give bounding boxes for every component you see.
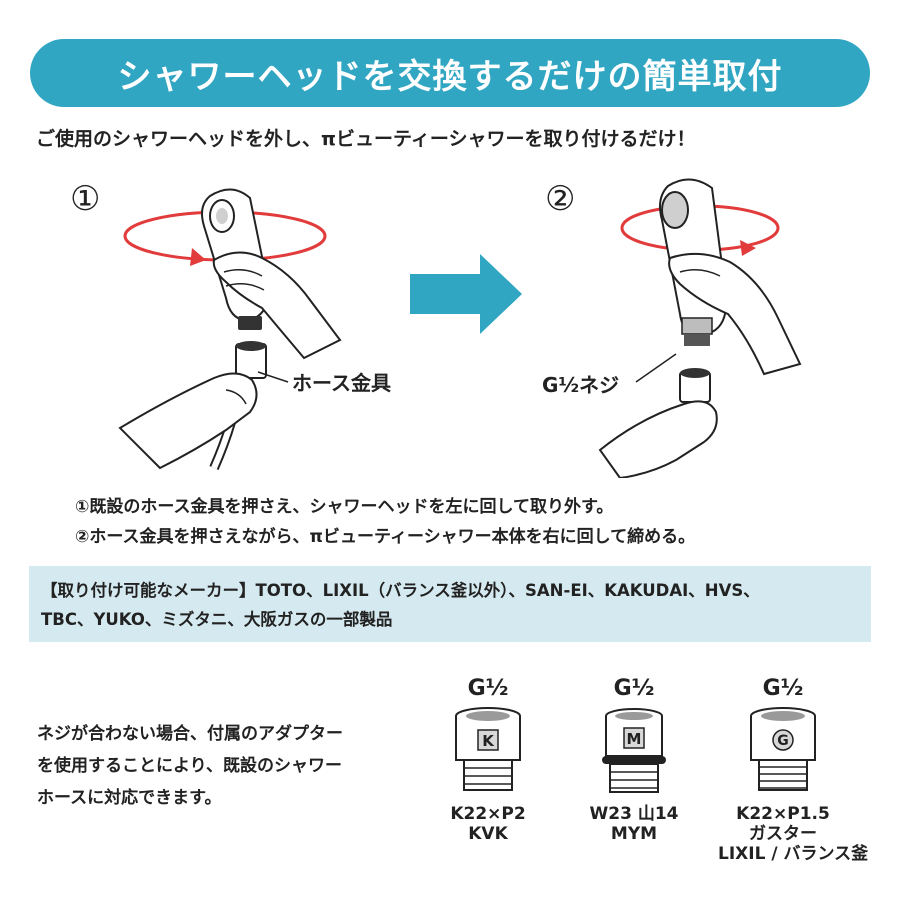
makers-line-2: TBC、YUKO、ミズタニ、大阪ガスの一部製品 — [41, 610, 393, 629]
adapter-note-line-2: を使用することにより、既設のシャワー — [37, 756, 342, 776]
adapter-note-line-1: ネジが合わない場合、付属のアダプター — [37, 724, 343, 744]
adapter-mym-icon: M — [602, 708, 666, 793]
page-title: シャワーヘッドを交換するだけの簡単取付 — [117, 56, 783, 97]
hand-upper-step1 — [212, 251, 342, 360]
adapter-spec-2: KVK — [468, 824, 508, 844]
adapter-note: ネジが合わない場合、付属のアダプター を使用することにより、既設のシャワー ホー… — [37, 718, 343, 814]
adapter-kvk: G½ K K22×P2 KVK — [423, 676, 553, 844]
step2-number: ② — [545, 179, 575, 219]
adapter-thread-label: G½ — [613, 676, 655, 701]
adapter-spec-3: LIXIL / バランス釜 — [718, 844, 869, 864]
installation-illustration: ① ② ホース金具 — [70, 178, 802, 478]
adapter-letter: K — [482, 732, 495, 750]
hand-lower-step2 — [598, 400, 718, 478]
adapter-spec-2: ガスター — [749, 824, 817, 844]
adapter-spec-1: K22×P2 — [450, 804, 526, 824]
adapter-kvk-icon: K — [455, 707, 521, 791]
adapter-gastar-icon: G — [750, 707, 816, 791]
label-hose-fitting: ホース金具 — [292, 371, 391, 395]
makers-line-1: 【取り付け可能なメーカー】TOTO、LIXIL（バランス釜以外）、SAN-EI、… — [41, 581, 760, 600]
hand-upper-step2 — [668, 252, 802, 376]
hose-fitting-step2 — [679, 368, 711, 403]
adapter-spec-1: W23 山14 — [589, 804, 679, 824]
hand-lower-step1 — [118, 372, 258, 470]
adapter-gastar: G½ G K22×P1.5 ガスター LIXIL / バランス釜 — [718, 676, 869, 864]
step1-number: ① — [70, 179, 100, 219]
adapter-letter: G — [777, 733, 789, 749]
step-instruction-2: ②ホース金具を押さえながら、πビューティーシャワー本体を右に回して締める。 — [75, 527, 696, 547]
step-instruction-1: ①既設のホース金具を押さえ、シャワーヘッドを左に回して取り外す。 — [75, 497, 614, 517]
label-thread: G½ネジ — [542, 373, 619, 397]
adapter-spec-2: MYM — [610, 824, 658, 844]
adapter-mym: G½ M W23 山14 MYM — [569, 676, 699, 844]
adapter-thread-label: G½ — [762, 676, 804, 701]
adapter-letter: M — [627, 730, 642, 748]
next-step-arrow-icon — [410, 254, 522, 334]
intro-text: ご使用のシャワーヘッドを外し、πビューティーシャワーを取り付けるだけ！ — [36, 128, 696, 150]
compatible-makers-box: 【取り付け可能なメーカー】TOTO、LIXIL（バランス釜以外）、SAN-EI、… — [29, 566, 871, 642]
adapter-note-line-3: ホースに対応できます。 — [37, 788, 222, 808]
adapter-thread-label: G½ — [467, 676, 509, 701]
title-banner: シャワーヘッドを交換するだけの簡単取付 — [30, 39, 870, 107]
adapter-spec-1: K22×P1.5 — [736, 804, 830, 824]
